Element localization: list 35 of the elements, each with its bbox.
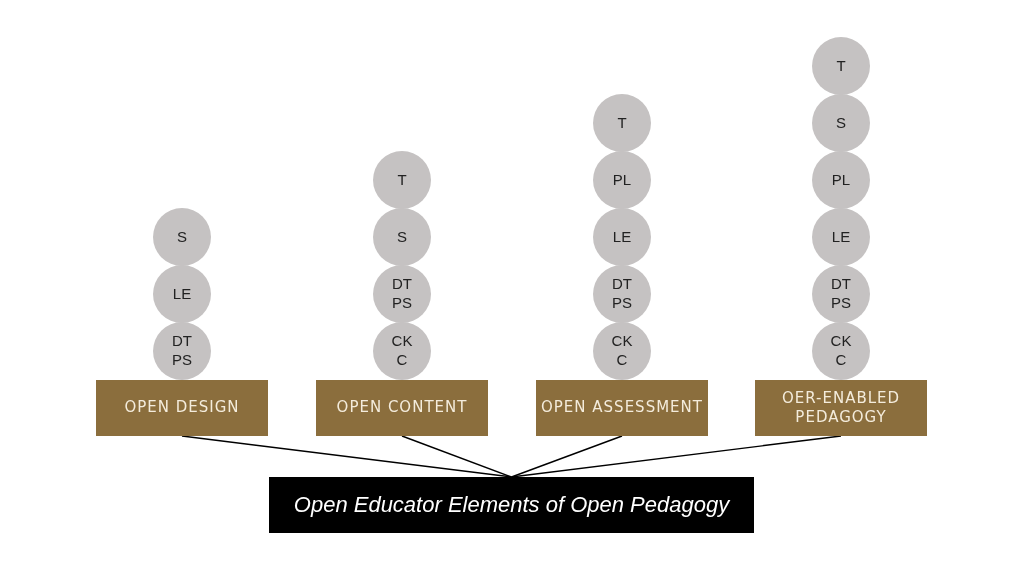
- category-box: [96, 380, 268, 436]
- title-box: [269, 477, 754, 533]
- abbreviation-label: DT PS: [611, 275, 633, 313]
- category-label: OER-ENABLED PEDAGOGY: [780, 388, 902, 428]
- abbreviation-label: T: [396, 170, 408, 190]
- connector-line: [401, 435, 513, 478]
- connector-line: [510, 435, 623, 478]
- category-label: OPEN DESIGN: [124, 398, 240, 418]
- circle-node: [373, 322, 431, 380]
- abbreviation-label: DT PS: [171, 332, 193, 370]
- abbreviation-label: S: [835, 113, 847, 133]
- circle-node: [153, 322, 211, 380]
- category-label: OPEN CONTENT: [336, 398, 468, 418]
- connector-line: [510, 435, 842, 478]
- abbreviation-label: DT PS: [391, 275, 413, 313]
- abbreviation-label: CK C: [610, 332, 634, 370]
- abbreviation-label: CK C: [390, 332, 414, 370]
- abbreviation-label: S: [396, 227, 408, 247]
- abbreviation-label: T: [616, 113, 628, 133]
- abbreviation-label: LE: [171, 284, 193, 304]
- circle-node: [593, 322, 651, 380]
- category-box: [536, 380, 708, 436]
- abbreviation-label: PL: [830, 170, 852, 190]
- abbreviation-label: CK C: [829, 332, 853, 370]
- abbreviation-label: S: [176, 227, 188, 247]
- category-label: OPEN ASSESSMENT: [541, 398, 703, 418]
- circle-node: [812, 322, 870, 380]
- abbreviation-label: DT PS: [830, 275, 852, 313]
- abbreviation-label: LE: [830, 227, 852, 247]
- category-box: [316, 380, 488, 436]
- abbreviation-label: PL: [611, 170, 633, 190]
- title-text: Open Educator Elements of Open Pedagogy: [293, 492, 730, 518]
- category-box: [755, 380, 927, 436]
- abbreviation-label: LE: [611, 227, 633, 247]
- abbreviation-label: T: [835, 56, 847, 76]
